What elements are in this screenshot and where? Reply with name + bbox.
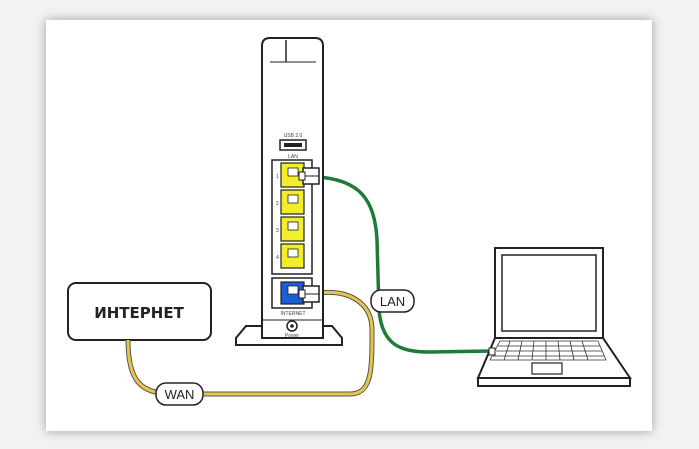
port-number-1: 1 — [276, 174, 279, 180]
lan-port-4: 4 — [276, 243, 305, 269]
internet-box-outline — [67, 282, 212, 341]
laptop-keyboard — [489, 340, 607, 361]
laptop-base-edge — [477, 377, 631, 387]
usb-label: USB 2.0 — [284, 133, 303, 139]
lan-plug — [298, 167, 320, 185]
laptop — [476, 247, 632, 387]
lan-cable-label: LAN — [370, 289, 415, 313]
laptop-lan-jack — [488, 347, 496, 356]
power-label: Power — [285, 333, 300, 339]
wan-cable-label: WAN — [155, 382, 204, 406]
wan-port-inner — [287, 285, 299, 295]
port-number-3: 3 — [276, 228, 279, 234]
lan-port-3: 3 — [276, 216, 305, 242]
laptop-touchpad — [531, 362, 563, 375]
port-number-2: 2 — [276, 201, 279, 207]
internet-box: ИНТЕРНЕТ — [67, 282, 212, 341]
router: USB 2.0 LAN 1 2 3 4 — [235, 37, 343, 346]
lan-ports-label: LAN — [288, 154, 298, 160]
lan-cable-line — [317, 175, 493, 354]
wan-plug — [298, 285, 320, 303]
port-number-4: 4 — [276, 255, 279, 261]
lan-label-text: LAN — [380, 294, 405, 309]
wan-label-text: WAN — [165, 387, 195, 402]
usb-port-inner — [284, 143, 302, 147]
wan-cable-line — [126, 290, 374, 396]
wan-cable — [125, 289, 375, 397]
internet-port-label: INTERNET — [281, 311, 306, 317]
power-jack-pin — [290, 324, 294, 328]
internet-label: ИНТЕРНЕТ — [94, 304, 184, 322]
laptop-screen — [501, 254, 597, 332]
lan-port-2: 2 — [276, 189, 305, 215]
lan-cable — [317, 175, 493, 354]
